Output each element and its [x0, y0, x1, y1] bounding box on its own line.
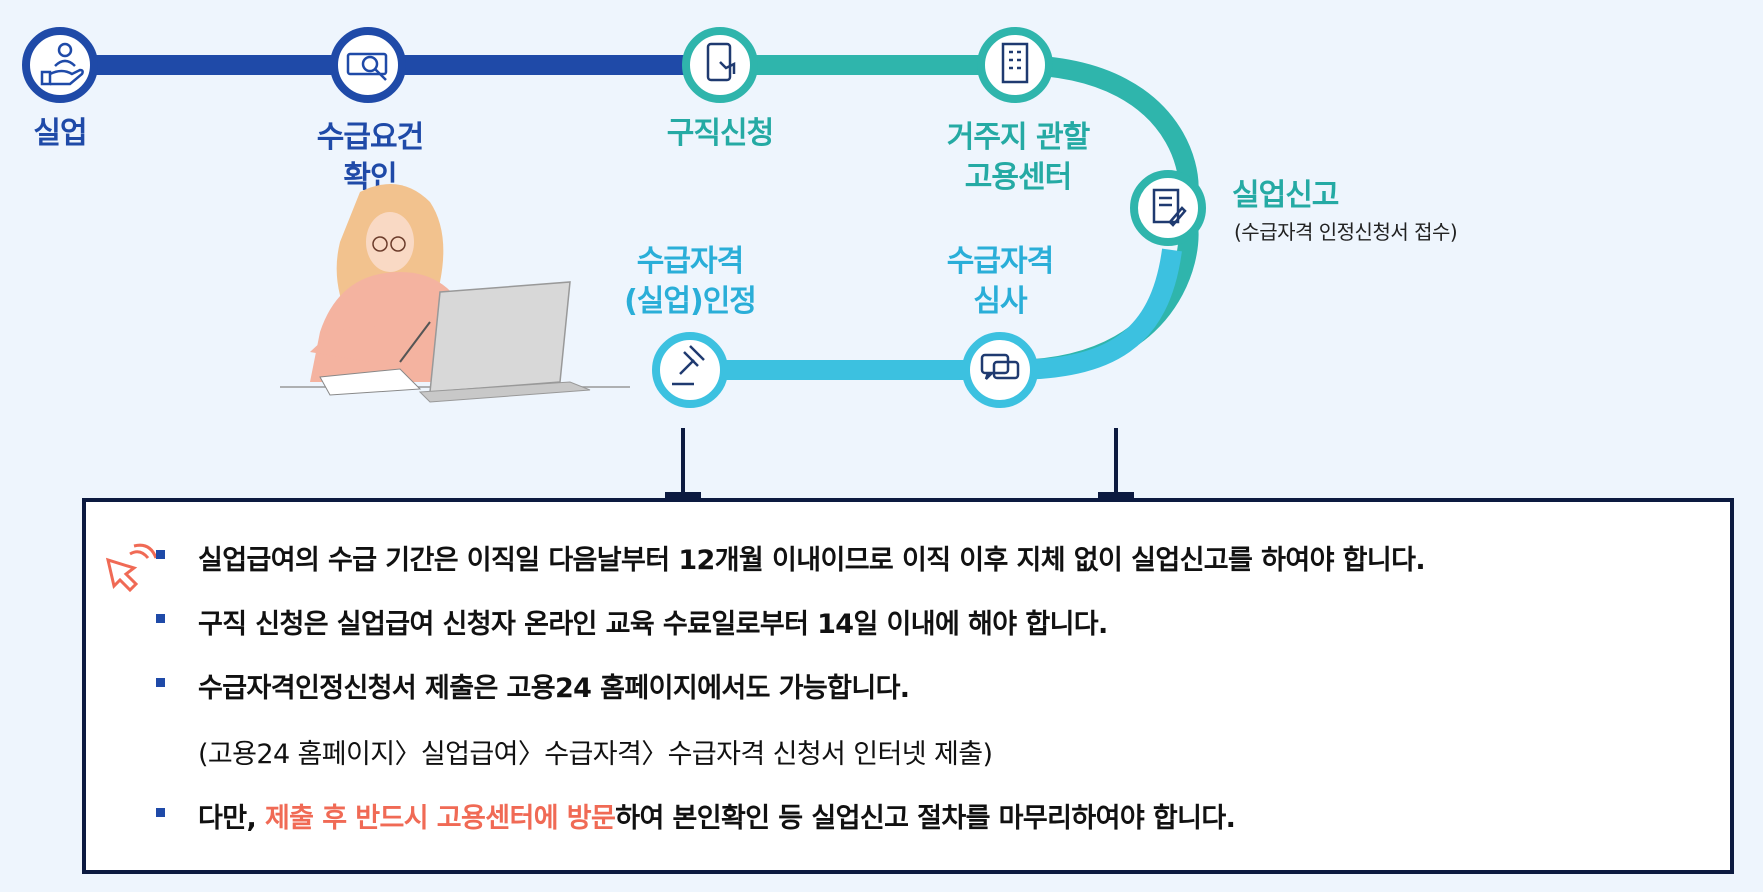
step-label-job-application: 구직신청	[640, 114, 800, 154]
note-prefix: 다만,	[198, 803, 265, 834]
bullet-marker	[156, 678, 165, 687]
gavel-icon	[672, 345, 705, 386]
step-label-line: 거주지 관할	[946, 120, 1090, 155]
step-label-line: 수급요건	[316, 120, 424, 155]
click-pointer-icon	[105, 543, 158, 593]
step-node-job-application	[682, 27, 758, 103]
note-highlight: 제출 후 반드시 고용센터에 방문	[264, 803, 616, 834]
magnifier-ticket-icon	[346, 52, 388, 81]
step-sub-unemployment-report: (수급자격 인정신청서 접수)	[1234, 220, 1458, 244]
step-node-unemployment	[22, 27, 98, 103]
note-suffix: 하여 본인확인 등 실업신고 절차를 마무리하여야 합니다.	[615, 803, 1236, 834]
step-label-line: 수급자격	[636, 244, 744, 279]
step-label-line: 실업	[33, 116, 87, 151]
step-label-eligibility-review: 수급자격 심사	[920, 242, 1080, 322]
note-text: 실업급여의 수급 기간은 이직일 다음날부터 12개월 이내이므로 이직 이후 …	[198, 545, 1426, 576]
notes-box: 실업급여의 수급 기간은 이직일 다음날부터 12개월 이내이므로 이직 이후 …	[82, 498, 1734, 874]
bullet-marker	[156, 614, 165, 623]
note-text: 구직 신청은 실업급여 신청자 온라인 교육 수료일로부터 14일 이내에 해야…	[198, 609, 1108, 640]
step-node-eligibility-approval	[652, 332, 728, 408]
step-label-line: 고용센터	[964, 160, 1072, 195]
process-flow-diagram	[22, 27, 1206, 500]
bullet-marker	[156, 550, 165, 559]
step-label-unemployment: 실업	[18, 114, 102, 154]
step-node-local-center	[977, 27, 1053, 103]
note-text: 다만, 제출 후 반드시 고용센터에 방문하여 본인확인 등 실업신고 절차를 …	[198, 796, 1236, 835]
connector-left-foot	[665, 492, 701, 500]
woman-at-laptop-illustration	[280, 184, 630, 403]
step-label-line: 실업신고	[1232, 178, 1339, 213]
bullet-marker	[156, 808, 165, 817]
chat-bubbles-icon	[980, 353, 1020, 380]
document-pen-icon	[1152, 188, 1187, 227]
step-label-eligibility-approval: 수급자격 (실업)인정	[600, 242, 780, 322]
building-icon	[1001, 42, 1029, 84]
step-label-unemployment-report: 실업신고	[1232, 176, 1339, 216]
phone-touch-icon	[706, 42, 736, 82]
step-node-eligibility-check	[330, 27, 406, 103]
note-path-text: (고용24 홈페이지〉실업급여〉수급자격〉수급자격 신청서 인터넷 제출)	[198, 739, 993, 770]
step-label-local-center: 거주지 관할 고용센터	[918, 118, 1118, 198]
step-label-line: 구직신청	[666, 116, 774, 151]
hand-person-icon	[40, 42, 84, 86]
step-label-line: (실업)인정	[624, 284, 757, 319]
step-node-eligibility-review	[962, 332, 1038, 408]
connector-right-foot	[1098, 492, 1134, 500]
track-curve-lower	[1009, 248, 1182, 380]
note-text: 수급자격인정신청서 제출은 고용24 홈페이지에서도 가능합니다.	[198, 673, 910, 704]
step-label-line: 수급자격	[946, 244, 1054, 279]
step-node-unemployment-report	[1130, 170, 1206, 246]
step-label-line: 심사	[973, 284, 1027, 319]
